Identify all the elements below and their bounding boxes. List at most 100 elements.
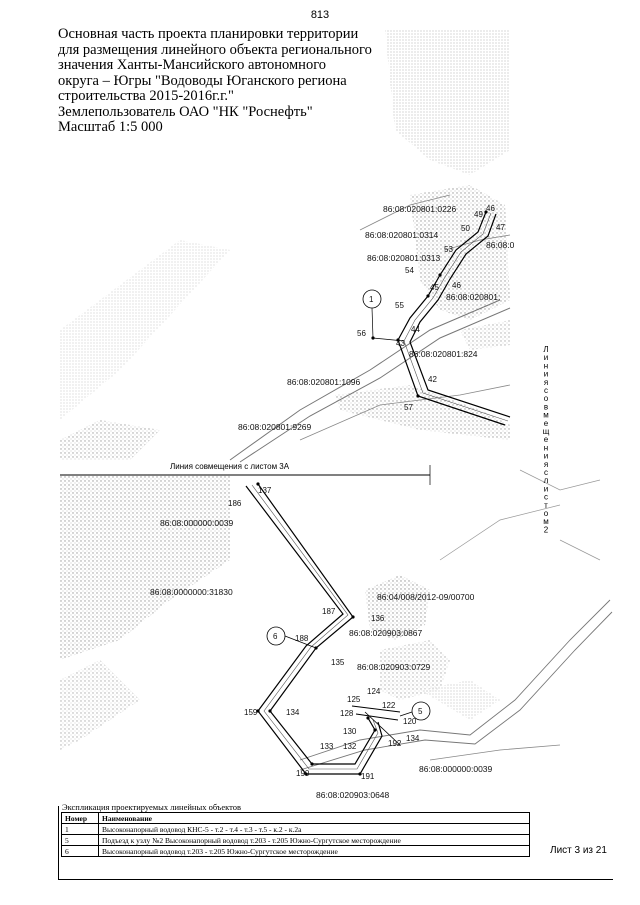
scale-line: Масштаб 1:5 000 bbox=[58, 119, 163, 135]
point-number: 122 bbox=[382, 701, 396, 710]
point-number: 133 bbox=[320, 742, 334, 751]
table-cell: Высоконапорный водовод т.203 - т.205 Южн… bbox=[98, 845, 530, 857]
page-number: 813 bbox=[310, 9, 330, 21]
table-row: 6 Высоконапорный водовод т.203 - т.205 Ю… bbox=[61, 845, 530, 857]
table-row: 5 Подъезд к узлу №2 Высоконапорный водов… bbox=[61, 834, 530, 846]
vertical-letter: с bbox=[544, 386, 548, 395]
point-number: 46 bbox=[452, 281, 461, 290]
point-number: 47 bbox=[496, 223, 505, 232]
frame-border bbox=[58, 806, 59, 880]
column-header: Наименование bbox=[98, 812, 530, 824]
point-number: 135 bbox=[331, 658, 345, 667]
vertical-letter: и bbox=[544, 452, 548, 461]
point-number: 134 bbox=[406, 734, 420, 743]
table-row: 1 Высоконапорный водовод КНС-5 - т.2 - т… bbox=[61, 823, 530, 835]
point-number: 132 bbox=[343, 742, 357, 751]
point-number: 46 bbox=[486, 204, 495, 213]
survey-points bbox=[256, 210, 488, 776]
vertical-letter: и bbox=[544, 353, 548, 362]
point-number: 191 bbox=[361, 772, 375, 781]
vertical-letter: н bbox=[544, 443, 548, 452]
point-number: 50 bbox=[461, 224, 470, 233]
combination-line-label: Линия совмещения с листом 3А bbox=[170, 462, 290, 471]
vertical-letter: н bbox=[544, 361, 548, 370]
title-line: строительства 2015-2016г.г." bbox=[58, 88, 234, 104]
point-number: 137 bbox=[258, 486, 272, 495]
point-number: 53 bbox=[444, 245, 453, 254]
frame-border bbox=[58, 879, 613, 880]
vertical-letter: щ bbox=[543, 427, 550, 436]
point-number: 130 bbox=[343, 727, 357, 736]
vertical-letter: е bbox=[544, 435, 549, 444]
point-number: 190 bbox=[296, 769, 310, 778]
point-number: 49 bbox=[474, 210, 483, 219]
parcel-label: 86:08:020903:0867 bbox=[349, 628, 423, 638]
point-numbers: 46 49 47 50 53 54 45 46 55 44 56 43 42 5… bbox=[228, 204, 505, 781]
vertical-letter: с bbox=[544, 493, 548, 502]
vertical-letter: л bbox=[544, 476, 549, 485]
vertical-letter: м bbox=[543, 517, 549, 526]
point-number: 43 bbox=[396, 339, 405, 348]
vertical-letter: и bbox=[544, 370, 548, 379]
upper-terrain bbox=[60, 30, 511, 463]
vertical-letter: Л bbox=[543, 345, 548, 354]
parcel-label: 86:08:020903:0648 bbox=[316, 790, 390, 800]
title-line: для размещения линейного объекта региона… bbox=[58, 41, 372, 58]
parcel-label: 86:08:020801:824 bbox=[409, 349, 478, 359]
vertical-letter: с bbox=[544, 468, 548, 477]
parcel-label: 86:08:020801:0313 bbox=[367, 253, 441, 263]
vertical-letter: о bbox=[544, 509, 549, 518]
parcel-label: 86:08:020801:0226 bbox=[383, 204, 457, 214]
table-cell: Высоконапорный водовод КНС-5 - т.2 - т.4… bbox=[98, 823, 530, 835]
parcel-label: 86:08:0 bbox=[486, 240, 515, 250]
table-cell: Подъезд к узлу №2 Высоконапорный водовод… bbox=[98, 834, 530, 846]
parcel-label: 86:08:020801:9269 bbox=[238, 422, 312, 432]
point-number: 186 bbox=[228, 499, 242, 508]
lower-terrain bbox=[60, 469, 613, 771]
point-number: 125 bbox=[347, 695, 361, 704]
route-marker-label: 6 bbox=[273, 632, 278, 641]
map-title: Основная часть проекта планировки террит… bbox=[58, 26, 388, 136]
lower-pipeline bbox=[245, 483, 401, 775]
point-number: 45 bbox=[430, 283, 439, 292]
point-number: 188 bbox=[295, 634, 309, 643]
parcel-label: 86:08:0000000:31830 bbox=[150, 587, 233, 597]
explication-title: Экспликация проектируемых линейных объек… bbox=[62, 802, 241, 812]
vertical-letter: и bbox=[544, 484, 548, 493]
title-line: значения Ханты-Мансийского автономного bbox=[58, 57, 327, 73]
point-number: 159 bbox=[244, 708, 258, 717]
title-line: округа – Югры "Водоводы Юганского регион… bbox=[58, 72, 347, 89]
table-cell: 1 bbox=[61, 823, 99, 835]
point-number: 192 bbox=[388, 739, 402, 748]
explication-table: Номер Наименование 1 Высоконапорный водо… bbox=[61, 812, 530, 857]
point-number: 120 bbox=[403, 717, 417, 726]
route-marker-circle bbox=[411, 701, 431, 721]
point-number: 57 bbox=[404, 403, 413, 412]
parcel-label: 86:08:000000:0039 bbox=[419, 764, 493, 774]
table-cell: 5 bbox=[61, 834, 99, 846]
route-markers: 1 6 5 bbox=[266, 289, 431, 721]
title-line: Основная часть проекта планировки террит… bbox=[58, 26, 359, 42]
vertical-letter: м bbox=[543, 411, 549, 420]
parcel-label: 86:08:020903:0729 bbox=[357, 662, 431, 672]
point-number: 54 bbox=[405, 266, 414, 275]
parcel-label: 86:08:020801:0314 bbox=[365, 230, 439, 240]
route-marker-label: 5 bbox=[418, 707, 423, 716]
parcel-label: 86:08:000000:0039 bbox=[160, 518, 234, 528]
column-header: Номер bbox=[61, 812, 99, 824]
parcel-label: 86:04/008/2012-09/00700 bbox=[377, 592, 475, 602]
title-line: Землепользователь ОАО "НК "Роснефть" bbox=[58, 103, 313, 120]
point-number: 44 bbox=[411, 325, 420, 334]
vertical-letter: я bbox=[544, 460, 548, 469]
vertical-letter: о bbox=[544, 394, 549, 403]
point-number: 56 bbox=[357, 329, 366, 338]
route-marker-label: 1 bbox=[369, 295, 374, 304]
point-number: 136 bbox=[371, 614, 385, 623]
vertical-letter: в bbox=[544, 402, 548, 411]
parcel-label: 86:08:020801:1096 bbox=[287, 377, 361, 387]
sheet-number: Лист 3 из 21 bbox=[550, 845, 607, 856]
vertical-letter: т bbox=[544, 501, 548, 510]
vertical-letter: 2 bbox=[544, 525, 549, 534]
